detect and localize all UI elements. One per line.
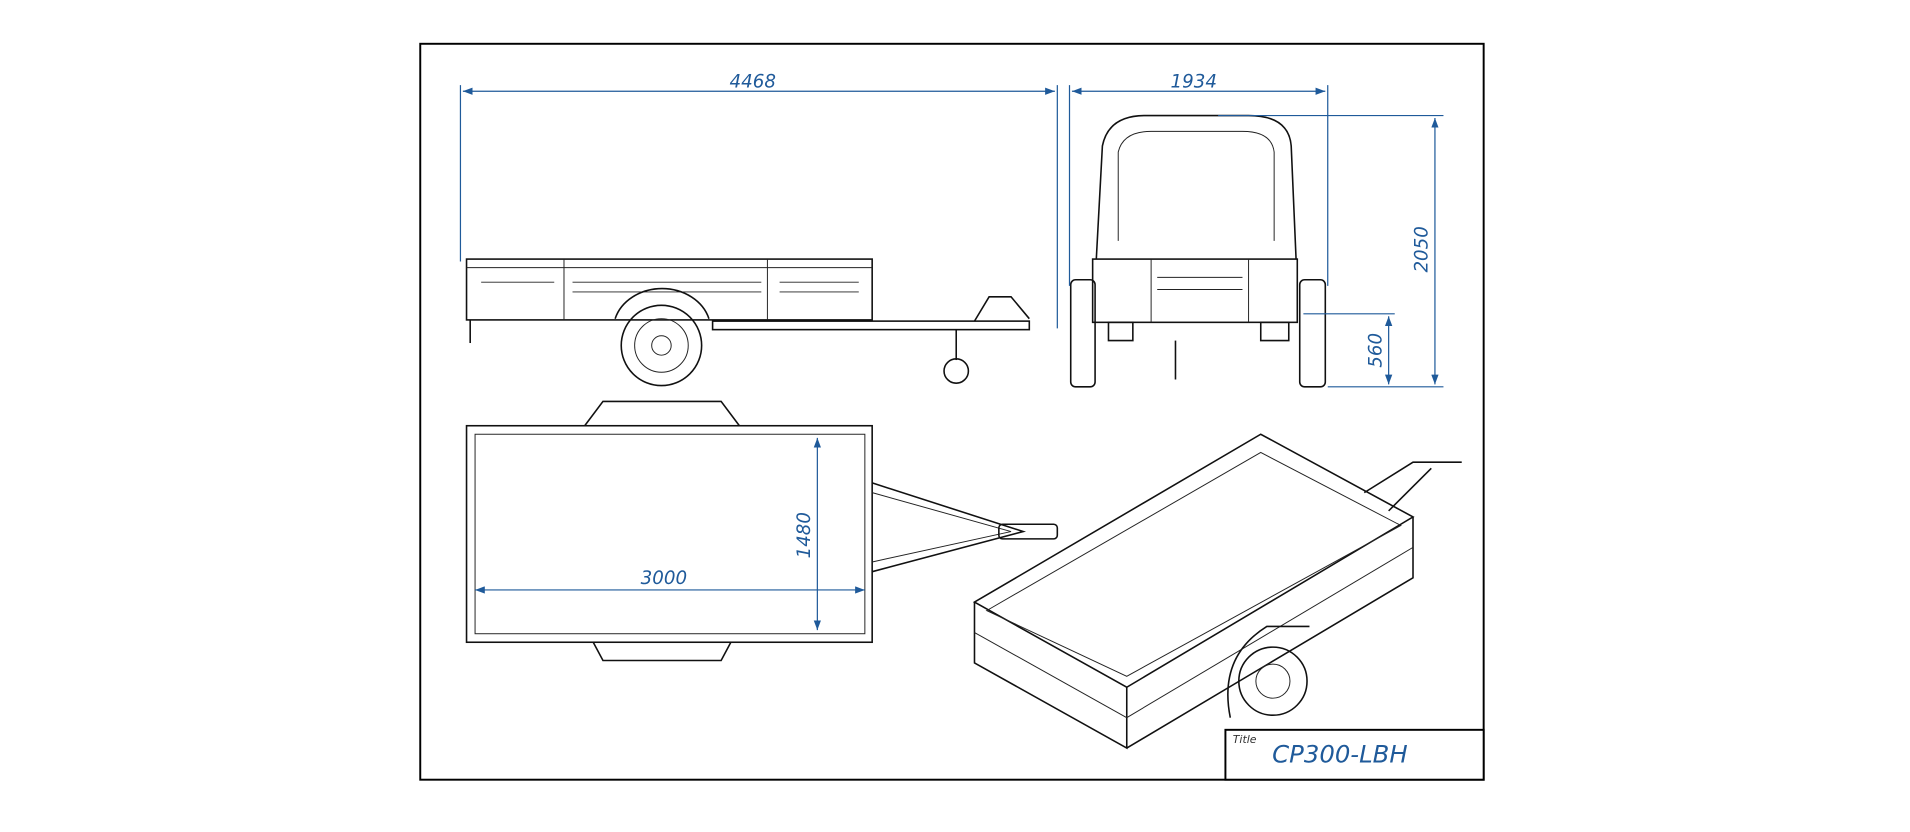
dimension-box-length: 3000: [641, 568, 687, 589]
drawing-frame: [419, 42, 1485, 781]
isometric-view: [972, 433, 1462, 750]
drawing-title: CP300-LBH: [1272, 740, 1408, 769]
dimension-overall-length: 4468: [730, 72, 776, 93]
top-view: [465, 400, 1059, 662]
dimension-deck-height: 560: [1365, 333, 1386, 368]
dimension-box-width: 1480: [794, 512, 815, 558]
dimension-overall-height: 2050: [1412, 226, 1433, 272]
title-label: Title: [1233, 733, 1257, 746]
dimension-lines: [459, 85, 1444, 631]
front-view: [1069, 114, 1327, 388]
dimension-overall-width: 1934: [1171, 72, 1217, 93]
side-view: [465, 258, 1031, 387]
title-block: Title CP300-LBH: [1224, 728, 1485, 781]
